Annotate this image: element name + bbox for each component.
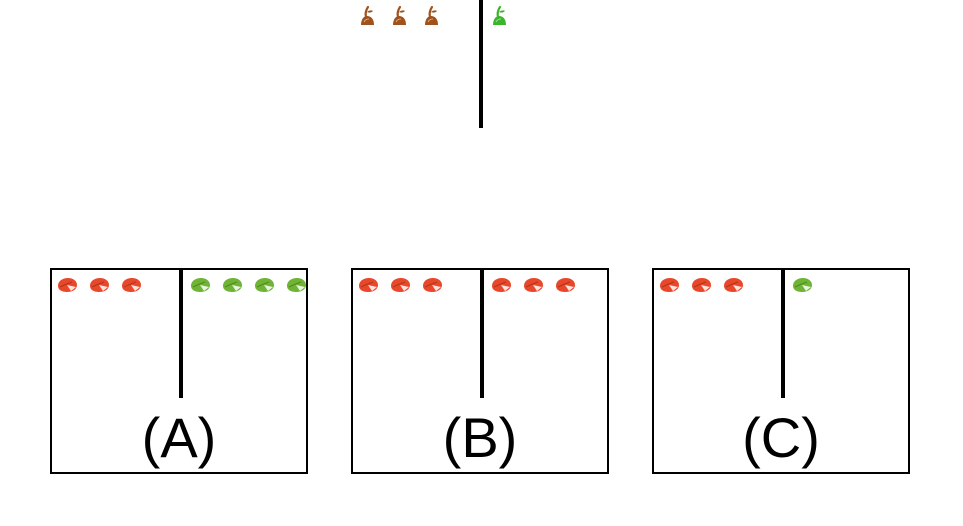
option-c-divider [781, 270, 785, 398]
option-c-label: (C) [742, 406, 820, 469]
leaf-icon [490, 277, 512, 298]
leaf-icon [357, 277, 379, 298]
leaf-icon [120, 277, 142, 298]
leaf-icon [554, 277, 576, 298]
leaf-icon [722, 277, 744, 298]
leaf-icon [285, 277, 307, 298]
leaf-icon [221, 277, 243, 298]
leaf-icon [88, 277, 110, 298]
leaf-icon [189, 277, 211, 298]
leaf-icon [690, 277, 712, 298]
option-b-box[interactable]: (B) [351, 268, 609, 474]
top-divider [479, 0, 483, 128]
leaf-icon [522, 277, 544, 298]
option-b-label: (B) [442, 406, 518, 469]
option-c-box[interactable]: (C) [652, 268, 910, 474]
plant-sprout-icon [359, 5, 375, 32]
plant-sprout-icon [491, 5, 507, 32]
option-a-divider [179, 270, 183, 398]
leaf-icon [421, 277, 443, 298]
option-a-label: (A) [141, 406, 217, 469]
leaf-icon [253, 277, 275, 298]
option-a-box[interactable]: (A) [50, 268, 308, 474]
plant-sprout-icon [391, 5, 407, 32]
leaf-icon [389, 277, 411, 298]
leaf-icon [791, 277, 813, 298]
leaf-icon [56, 277, 78, 298]
plant-sprout-icon [423, 5, 439, 32]
option-b-divider [480, 270, 484, 398]
leaf-icon [658, 277, 680, 298]
